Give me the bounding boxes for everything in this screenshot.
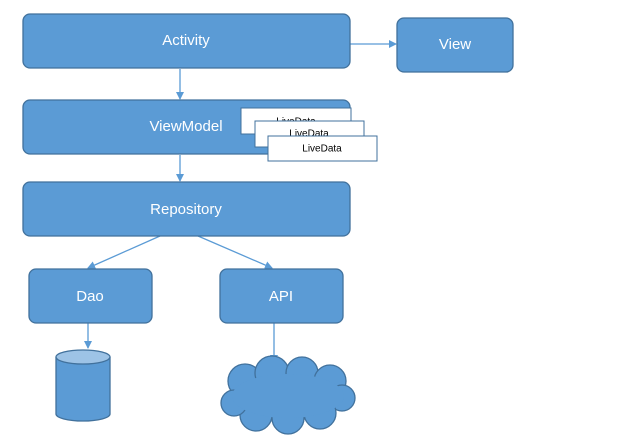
dao-box: Dao: [28, 268, 153, 324]
cloud-icon: [220, 355, 356, 435]
database-icon: [55, 349, 111, 422]
livedata-label-front: LiveData: [302, 144, 342, 155]
connectors: [84, 40, 397, 363]
api-label: API: [269, 288, 293, 305]
viewmodel-label: ViewModel: [149, 118, 222, 135]
repository-label: Repository: [150, 201, 222, 218]
arrow-repository-to-dao: [87, 235, 161, 269]
activity-box: Activity: [22, 13, 351, 69]
view-box: View: [396, 17, 514, 73]
dao-label: Dao: [76, 288, 104, 305]
repository-box: Repository: [22, 181, 351, 237]
api-box: API: [219, 268, 344, 324]
view-label: View: [439, 36, 471, 53]
livedata-card-front: LiveData: [267, 135, 378, 162]
activity-label: Activity: [162, 32, 210, 49]
livedata-label-middle: LiveData: [289, 129, 329, 140]
arrow-repository-to-api: [197, 235, 273, 269]
livedata-card-stack: LiveData LiveData LiveData: [240, 107, 378, 162]
